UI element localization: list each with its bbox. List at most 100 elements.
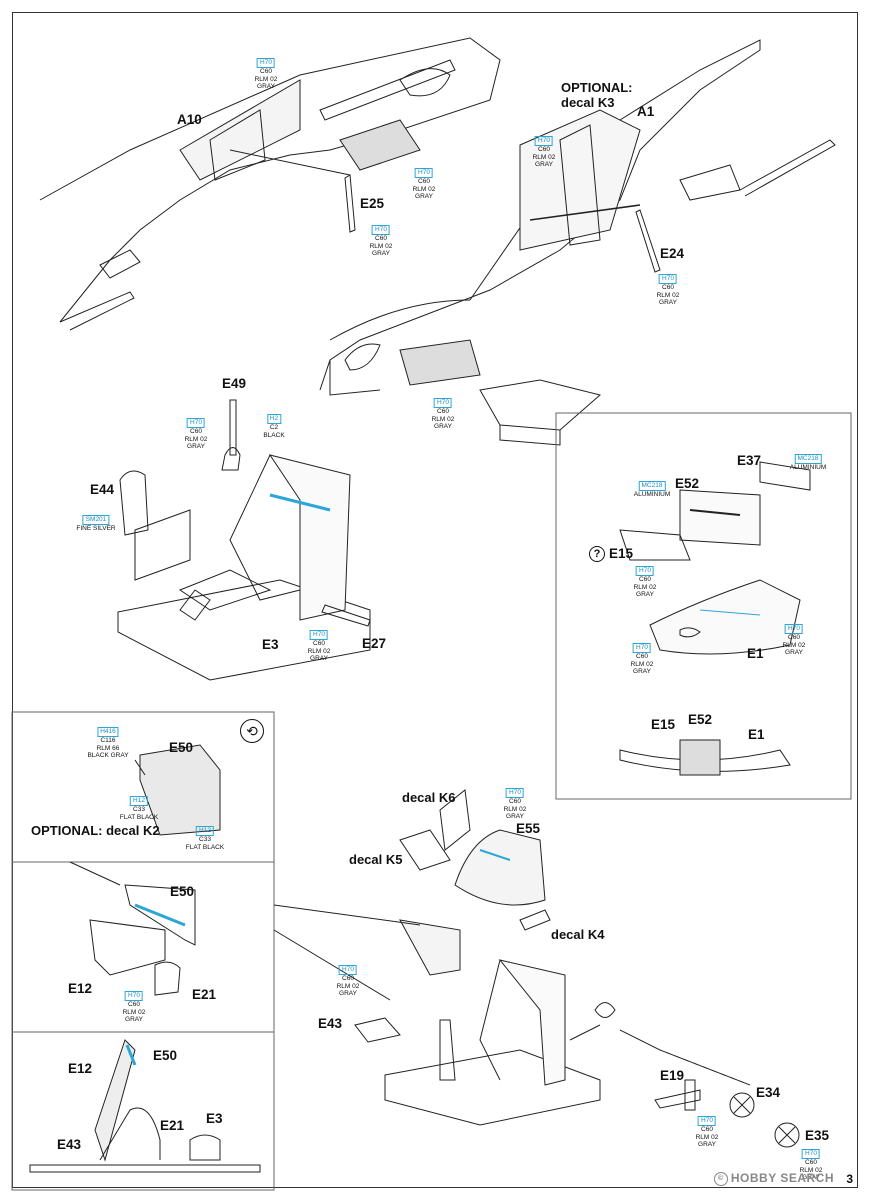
color-name2: GRAY (339, 990, 357, 997)
color-code: H70 (434, 398, 452, 408)
color-name: RLM 02 (431, 415, 455, 423)
color-name: BLACK (263, 431, 285, 439)
color-callout-h70: H70 C60 RLM 02 GRAY (431, 398, 455, 431)
color-name2: GRAY (802, 1174, 820, 1181)
color-code: H70 (372, 225, 390, 235)
color-name: FLAT BLACK (185, 843, 225, 851)
color-callout-sm201: SM201 FINE SILVER (76, 515, 116, 533)
color-c: C60 (509, 798, 521, 805)
part-label-e52: E52 (675, 476, 700, 491)
color-c: C60 (805, 1159, 817, 1166)
color-name: RLM 02 (656, 291, 680, 299)
watermark-text: HOBBY SEARCH (730, 1171, 834, 1186)
part-label-e24: E24 (660, 246, 685, 261)
part-label-e43b: E43 (57, 1137, 82, 1152)
part-label-e50c: E50 (153, 1048, 178, 1063)
color-code: H70 (802, 1149, 820, 1159)
color-name2: GRAY (633, 668, 651, 675)
color-c: C60 (342, 975, 354, 982)
part-label-e52b: E52 (688, 712, 713, 727)
color-name: RLM 02 (695, 1133, 719, 1141)
color-c: C60 (418, 178, 430, 185)
part-label-e12b: E12 (68, 1061, 93, 1076)
color-callout-h416: H416 C116 RLM 66 BLACK GRAY (87, 727, 129, 760)
color-code: H70 (339, 965, 357, 975)
color-name2: GRAY (415, 193, 433, 200)
color-name: RLM 02 (122, 1008, 146, 1016)
color-name2: GRAY (535, 161, 553, 168)
color-callout-h70: H70 C60 RLM 02 GRAY (122, 991, 146, 1024)
color-name2: GRAY (434, 423, 452, 430)
color-c: C33 (133, 806, 145, 813)
color-code: H70 (659, 274, 677, 284)
color-c: C60 (437, 408, 449, 415)
color-name2: GRAY (785, 649, 803, 656)
color-callout-h70: H70 C60 RLM 02 GRAY (337, 965, 359, 998)
color-callout-h2: H2 C2 BLACK (263, 414, 285, 439)
part-label-e55: E55 (516, 821, 541, 836)
part-label-e3b: E3 (206, 1111, 223, 1126)
color-c: C60 (190, 428, 202, 435)
part-label-e43: E43 (318, 1016, 343, 1031)
part-label-e50: E50 (169, 740, 194, 755)
part-label-e35: E35 (805, 1128, 830, 1143)
optional-decal-k3: OPTIONAL: decal K3 (561, 80, 633, 110)
color-c: C60 (639, 576, 651, 583)
color-code: H70 (535, 136, 553, 146)
color-name2: GRAY (698, 1141, 716, 1148)
color-c: C33 (199, 836, 211, 843)
part-label-a1: A1 (637, 104, 655, 119)
color-c: C116 (100, 737, 116, 744)
part-label-e25: E25 (360, 196, 385, 211)
page-number: 3 (846, 1172, 853, 1186)
color-c: C60 (788, 634, 800, 641)
decal-k6-label: decal K6 (402, 790, 456, 805)
part-label-e34: E34 (756, 1085, 781, 1100)
color-name2: GRAY (257, 83, 275, 90)
part-label-e21: E21 (192, 987, 217, 1002)
part-label-e1: E1 (747, 646, 764, 661)
color-code: SM201 (82, 515, 110, 525)
color-c: C60 (128, 1001, 140, 1008)
color-code: H70 (633, 643, 651, 653)
color-callout-h70: H70 C60 RLM 02 GRAY (800, 1149, 822, 1182)
color-callout-h70: H70 C60 RLM 02 GRAY (370, 225, 392, 258)
color-code: MC218 (638, 481, 666, 491)
part-label-e15: E15 (609, 546, 634, 561)
color-name2: GRAY (125, 1016, 143, 1023)
color-callout-h70: H70 C60 RLM 02 GRAY (255, 58, 277, 91)
part-label-e21b: E21 (160, 1118, 185, 1133)
part-label-e49: E49 (222, 376, 247, 391)
color-name: FLAT BLACK (119, 813, 159, 821)
rotate-icon: ⟲ (240, 719, 264, 743)
color-name2: GRAY (310, 655, 328, 662)
color-callout-h70: H70 C60 RLM 02 GRAY (631, 643, 653, 676)
color-callout-h12: H12 C33 FLAT BLACK (186, 826, 224, 851)
color-code: H70 (415, 168, 433, 178)
color-name2: GRAY (659, 299, 677, 306)
copyright-icon: © (713, 1172, 728, 1186)
color-code: H12 (130, 796, 148, 806)
color-callout-h70: H70 C60 RLM 02 GRAY (533, 136, 555, 169)
color-callout-h70: H70 C60 RLM 02 GRAY (413, 168, 435, 201)
color-name: RLM 02 (633, 583, 657, 591)
color-callout-h70: H70 C60 RLM 02 GRAY (633, 566, 657, 599)
color-c: C60 (260, 68, 272, 75)
color-name2: GRAY (372, 250, 390, 257)
color-callout-h70: H70 C60 RLM 02 GRAY (695, 1116, 719, 1149)
part-label-e15b: E15 (651, 717, 676, 732)
color-name: FINE SILVER (76, 525, 116, 532)
color-callout-mc218: MC218 ALUMINIUM (634, 481, 670, 499)
color-name: RLM 02 (782, 641, 806, 649)
color-callout-mc218: MC218 ALUMINIUM (790, 454, 826, 472)
color-code: H70 (636, 566, 654, 576)
color-c: C2 (269, 424, 279, 431)
color-code: MC218 (794, 454, 822, 464)
watermark: ©HOBBY SEARCH (713, 1171, 834, 1186)
part-label-e19: E19 (660, 1068, 685, 1083)
color-name2: GRAY (506, 813, 524, 820)
part-label-e3: E3 (262, 637, 279, 652)
decal-k4-label: decal K4 (551, 927, 605, 942)
color-name: ALUMINIUM (789, 464, 827, 471)
part-label-e12: E12 (68, 981, 93, 996)
